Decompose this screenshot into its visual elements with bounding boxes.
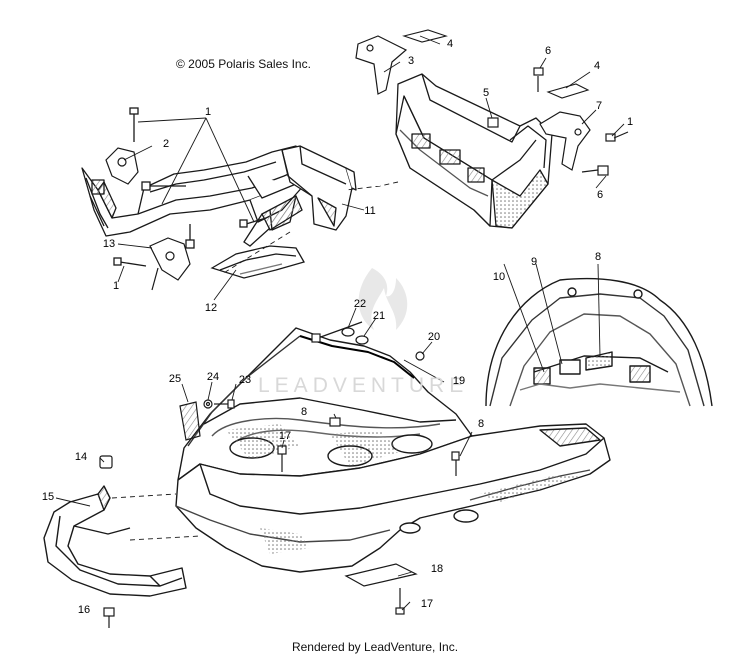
callout-25: 25 (168, 373, 182, 385)
leader-lines (55, 35, 625, 611)
callout-4: 4 (593, 60, 601, 72)
callout-12: 12 (204, 302, 218, 314)
small-parts (99, 321, 460, 628)
callout-7: 7 (595, 100, 603, 112)
callout-19: 19 (452, 375, 466, 387)
render-credit: Rendered by LeadVenture, Inc. (291, 640, 459, 654)
bracket-13 (149, 237, 191, 291)
callout-23: 23 (238, 374, 252, 386)
callout-5: 5 (482, 87, 490, 99)
callout-17: 17 (278, 430, 292, 442)
callout-1: 1 (112, 280, 120, 292)
watermark-flame-icon (358, 268, 408, 330)
callout-8: 8 (594, 251, 602, 263)
inset-view (485, 277, 713, 407)
fasteners (487, 67, 629, 176)
watermark-text: LEADVENTURE (258, 374, 469, 397)
copyright-notice: © 2005 Polaris Sales Inc. (176, 57, 311, 71)
console-support-11 (281, 145, 357, 231)
callout-13: 13 (102, 238, 116, 250)
callout-15: 15 (41, 491, 55, 503)
rear-frame-tunnel (395, 73, 553, 229)
bolts-1 (113, 107, 267, 267)
callout-8: 8 (477, 418, 485, 430)
callout-9: 9 (530, 256, 538, 268)
callout-6: 6 (544, 45, 552, 57)
callout-16: 16 (77, 604, 91, 616)
nose-pan (175, 423, 611, 573)
callout-18: 18 (430, 563, 444, 575)
bracket-7 (539, 111, 591, 171)
callout-8: 8 (300, 406, 308, 418)
callout-1: 1 (626, 116, 634, 128)
callout-21: 21 (372, 310, 386, 322)
skid-plate-12 (210, 195, 305, 279)
callout-14: 14 (74, 451, 88, 463)
callout-20: 20 (427, 331, 441, 343)
callout-10: 10 (492, 271, 506, 283)
callout-2: 2 (162, 138, 170, 150)
front-bumper-15 (43, 485, 187, 597)
callout-17: 17 (420, 598, 434, 610)
bracket-2 (105, 147, 139, 185)
callout-3: 3 (407, 55, 415, 67)
callout-6: 6 (596, 189, 604, 201)
callout-4: 4 (446, 38, 454, 50)
callout-11: 11 (364, 205, 376, 217)
decal-4 (402, 29, 590, 99)
callout-22: 22 (353, 298, 367, 310)
callout-24: 24 (206, 371, 220, 383)
callout-1: 1 (204, 106, 212, 118)
bracket-3 (355, 35, 408, 95)
